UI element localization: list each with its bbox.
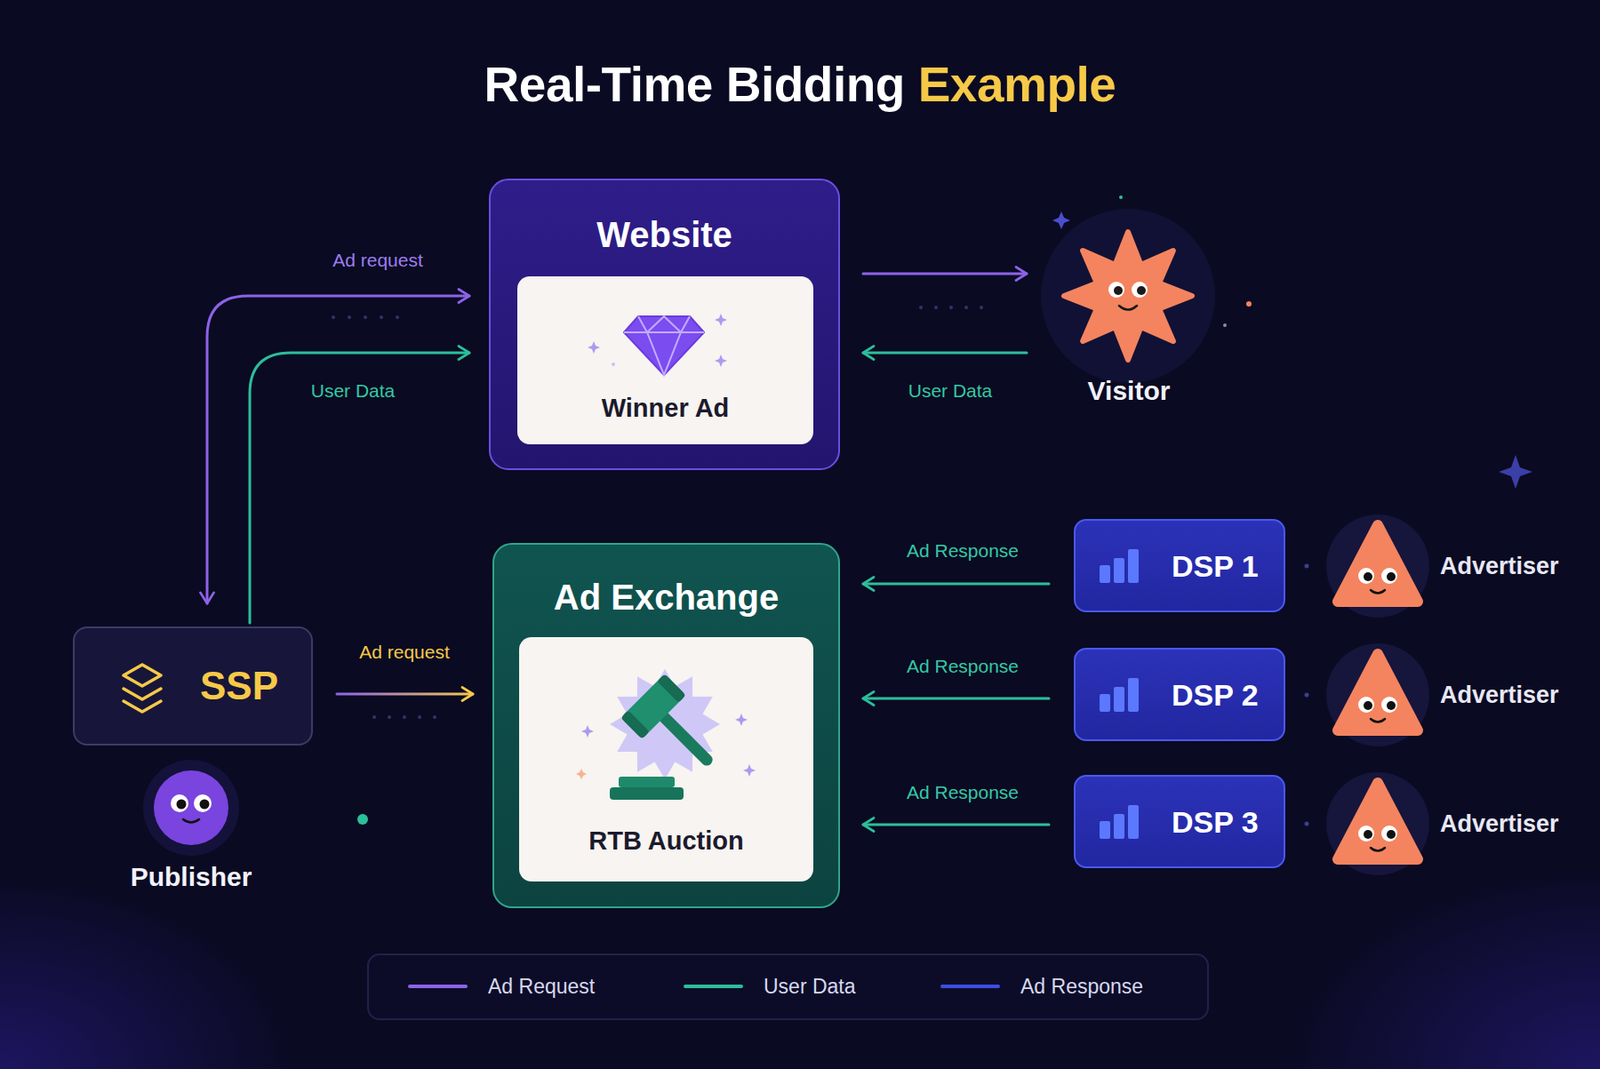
advertiser-face [1337,525,1418,602]
node-label: Ad Exchange [553,576,779,619]
connector-arrow [863,583,1049,586]
connector-arrow [863,352,1027,355]
node-label: Visitor [1088,375,1171,408]
dsp-box: DSP 3 [1073,775,1286,869]
publisher-node: Publisher [124,755,258,898]
advertiser-node: Advertiser [1326,517,1576,616]
diagram-title: Real-Time Bidding Example [484,55,1117,114]
node-label: DSP 1 [1171,548,1259,584]
legend-swatch [940,984,1000,989]
connector-arrow [863,697,1049,701]
advertiser-node: Advertiser [1326,775,1576,873]
node-label: DSP 2 [1171,677,1259,713]
node-label: Advertiser [1440,680,1560,710]
node-label: Website [596,213,733,256]
website-box: WebsiteWinner Ad [488,178,840,471]
ssp-box: SSP [72,626,313,746]
connector-arrow [336,693,473,696]
legend-text: Ad Response [1020,974,1144,1000]
sparkle [1052,211,1071,230]
edge-label: User Data [311,379,396,403]
edge-label: Ad Response [906,781,1019,805]
advertiser-halo [1326,514,1430,618]
dsp-box: DSP 1 [1073,519,1286,613]
legend-swatch [683,984,744,989]
connector-arrow [207,296,470,604]
advertiser-halo [1326,772,1430,876]
node-label: SSP [200,663,279,710]
ad-exchange-box: Ad ExchangeRTB Auction [492,543,840,909]
node-label: RTB Auction [588,825,744,856]
decor-dot [1304,564,1310,827]
connector-arrow [863,824,1049,827]
legend-swatch [408,984,468,989]
publisher-face [153,770,229,846]
node-label: Advertiser [1440,552,1560,581]
node-label: Publisher [130,861,253,894]
sparkle [1498,455,1533,489]
node-label: DSP 3 [1171,804,1259,840]
edge-label: Ad Response [906,655,1019,679]
decor-dot [1223,323,1227,328]
advertiser-halo [1326,643,1430,747]
visitor-halo [1040,208,1216,384]
advertiser-node: Advertiser [1326,646,1576,744]
decor-dot [1119,195,1123,200]
visitor-node: Visitor [1044,208,1214,409]
legend-text: Ad Request [488,974,595,1000]
publisher-halo [143,760,240,856]
edge-label: Ad Response [906,539,1019,563]
visitor-star [1064,232,1192,360]
legend-text: User Data [763,974,856,1000]
winner-ad-card: Winner Ad [517,276,814,445]
edge-label: User Data [908,379,993,403]
rtb-auction-card: RTB Auction [519,637,814,882]
connector-arrow [863,272,1027,276]
title-row: Real-Time Bidding Example [0,55,1600,114]
node-label: Advertiser [1440,809,1560,839]
advertiser-face [1337,783,1418,860]
advertiser-face [1337,654,1418,731]
decor-dot [357,814,368,825]
edge-label: Ad request [359,640,450,664]
node-label: Winner Ad [601,392,730,424]
dsp-box: DSP 2 [1073,648,1286,742]
connector-arrow [249,352,470,624]
edge-label: Ad request [332,248,424,272]
decor-dot [1246,301,1252,307]
